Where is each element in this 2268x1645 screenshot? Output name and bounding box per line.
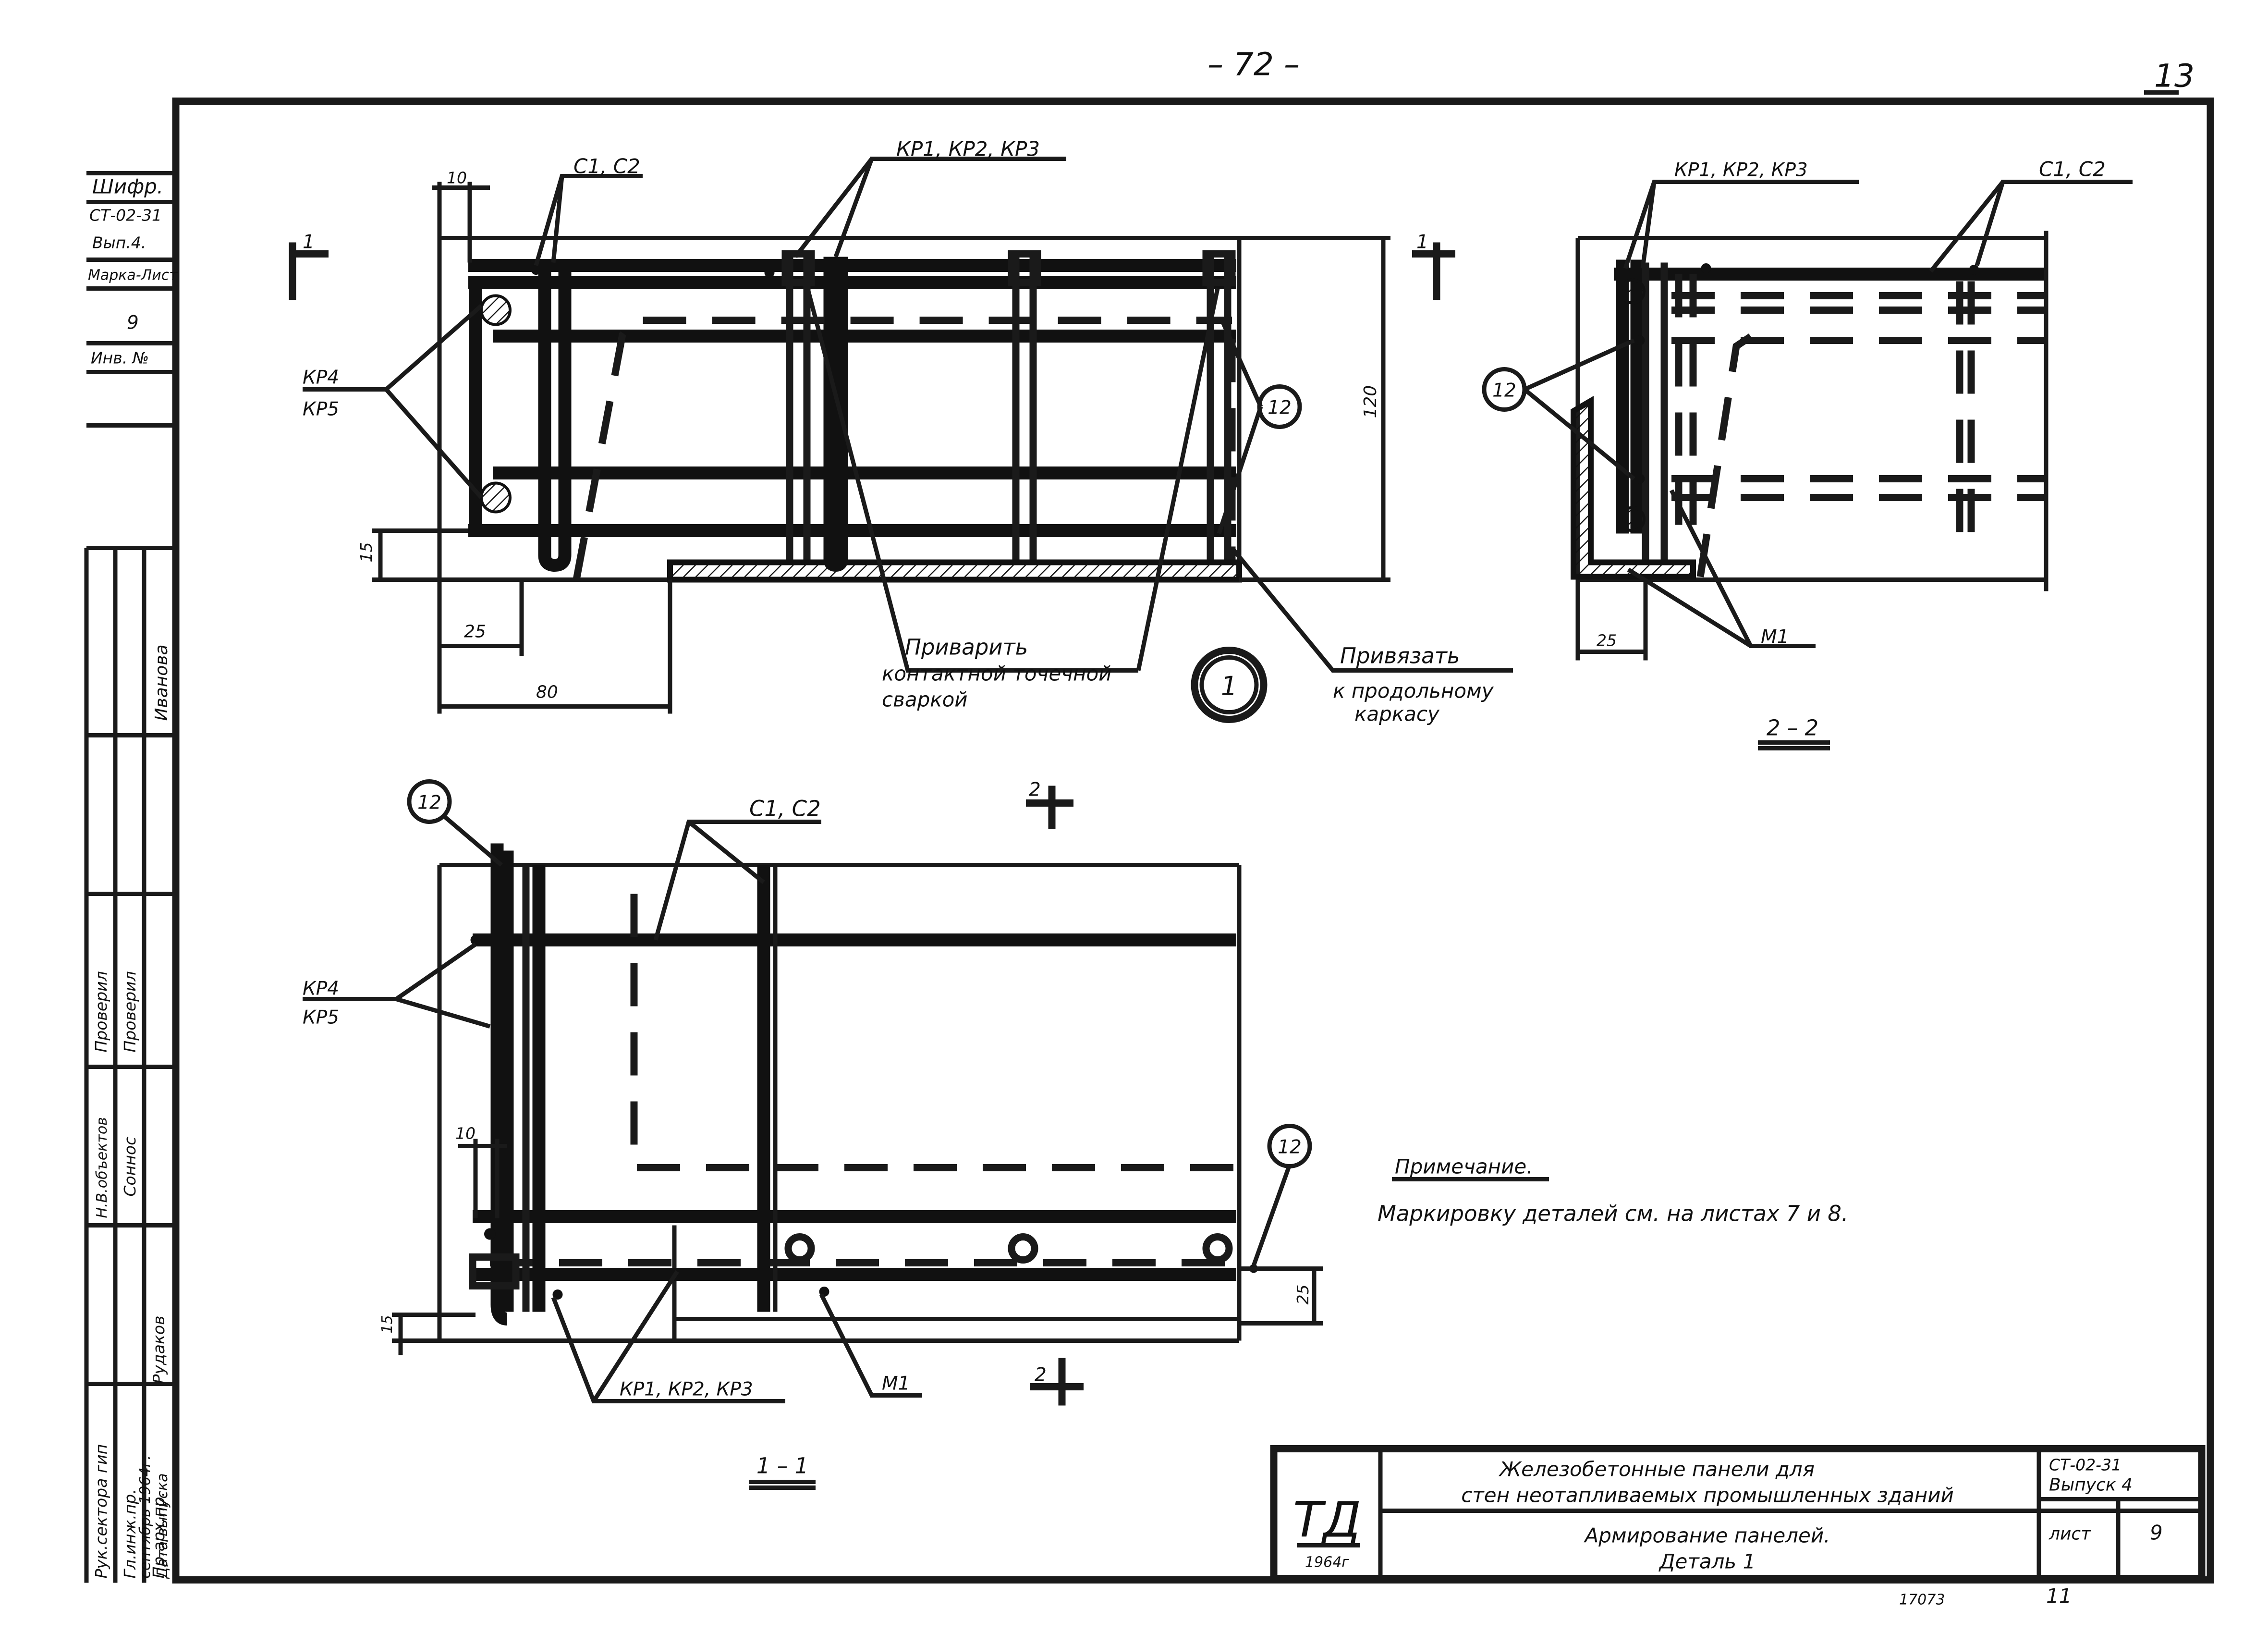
detail1-dim-15: 15 [357,542,376,563]
s11-label-kr5: КР5 [303,1007,339,1029]
s11-cut-top: 2 [1029,779,1041,801]
stamp-name-1: Иванова [152,644,171,721]
note: Примечание. Маркировку деталей см. на ли… [1378,1155,1848,1227]
s22-mark-12: 12 [1492,380,1516,402]
bottom-mark-2: 11 [2046,1584,2072,1608]
bottom-mark-1: 17073 [1899,1592,1945,1608]
detail1-dim-10: 10 [447,169,467,187]
title-subtitle-2: Деталь 1 [1658,1550,1756,1573]
title-line-1: Железобетонные панели для [1498,1458,1815,1481]
title-year: 1964г [1305,1554,1349,1571]
s22-dim-25: 25 [1597,631,1617,650]
stamp-role-1: Рук.сектора гип [92,1444,110,1579]
detail1-mark-12: 12 [1268,397,1292,419]
detail1-dim-120: 120 [1361,385,1380,418]
stamp-role-5: Дата выпуска [154,1473,171,1580]
stamp-inv-label: Инв. № [91,349,149,368]
stamp-corrections: Н.В.объектов [94,1117,110,1218]
s11-title: 1 – 1 [756,1453,808,1479]
note-text: Маркировку деталей см. на листах 7 и 8. [1378,1201,1848,1227]
title-block: ТД 1964г Железобетонные панели для стен … [1270,1445,2206,1582]
s11-dim-25: 25 [1293,1285,1312,1305]
stamp-checked-2: Проверил [121,971,139,1052]
detail1-cut-right: 1 [1416,232,1428,253]
s11-dim-15: 15 [379,1315,396,1333]
s22-label-c1c2: С1, С2 [2039,158,2106,181]
stamp-date: сентябрь 1964г. [137,1455,154,1579]
s11-label-kr123: КР1, КР2, КР3 [620,1379,753,1400]
s22-label-kr123: КР1, КР2, КР3 [1674,160,1808,181]
title-subtitle-1: Армирование панелей. [1584,1524,1830,1547]
detail-1: С1, С2 КР1, КР2, КР3 КР4 КР5 12 Приварит… [289,137,1513,726]
sheet-frame [172,98,2214,1584]
detail1-tie-text-1: к продольному [1333,679,1494,703]
s11-mark-12b: 12 [1278,1137,1302,1158]
corner-number: 13 [2154,58,2195,95]
stamp-role-3: Пр.арх.пр. [149,1492,168,1578]
detail1-label-c1c2: С1, С2 [573,155,640,178]
detail1-dim-25: 25 [464,622,486,642]
detail1-tie-text-2: каркасу [1354,702,1440,726]
stamp-role-2: Гл.инж.пр. [121,1489,139,1578]
detail1-label-kr4: КР4 [303,367,339,389]
detail1-tie-title: Привязать [1340,643,1460,669]
section-1-1: 12 12 С1, С2 КР4 КР5 КР1, КР2, КР3 М1 2 … [303,779,1323,1490]
section-2-2: КР1, КР2, КР3 С1, С2 12 М1 25 2 – 2 [1482,158,2133,750]
detail1-weld-title: Приварить [905,635,1028,660]
detail1-weld-text-1: контактной точечной [882,662,1111,686]
detail1-label-kr123: КР1, КР2, КР3 [896,137,1040,161]
title-code: СТ-02-31 [2049,1456,2122,1474]
stamp-cipher-label: Шифр. [92,175,163,198]
stamp-cipher-value-1: СТ-02-31 [89,206,162,225]
s11-label-m1: М1 [882,1373,910,1395]
title-issue: Выпуск 4 [2049,1475,2133,1495]
s11-mark-12a: 12 [417,792,441,814]
s22-title: 2 – 2 [1767,715,1818,741]
detail1-label-kr5: КР5 [303,399,339,420]
side-stamp: Шифр. СТ-02-31 Вып.4. Марка-Лист 9 Инв. … [84,171,178,1583]
s11-dim-10: 10 [455,1124,476,1143]
page-number: – 72 – [1207,46,1300,83]
detail1-marker: 1 [1221,671,1237,701]
detail1-cut-left: 1 [303,232,315,253]
s11-label-kr4: КР4 [303,978,339,1000]
s11-cut-bottom: 2 [1035,1364,1047,1386]
detail1-weld-text-2: сваркой [882,688,968,712]
title-line-2: стен неотапливаемых промышленных зданий [1461,1484,1954,1507]
s22-label-m1: М1 [1761,626,1789,648]
title-logo: ТД [1293,1492,1361,1549]
stamp-cipher-value-2: Вып.4. [92,233,146,252]
detail1-dim-80: 80 [536,683,558,702]
stamp-checked-1: Проверил [92,971,110,1052]
stamp-sheet-mark-label: Марка-Лист [88,267,178,284]
stamp-sheet-mark-value: 9 [127,312,139,334]
stamp-name-4: Рудаков [149,1315,168,1384]
note-title: Примечание. [1395,1155,1533,1179]
s11-label-c1c2: С1, С2 [749,796,821,822]
title-sheet-value: 9 [2150,1521,2163,1545]
title-sheet-label: лист [2049,1524,2091,1544]
stamp-name-2: Соннос [121,1137,139,1197]
